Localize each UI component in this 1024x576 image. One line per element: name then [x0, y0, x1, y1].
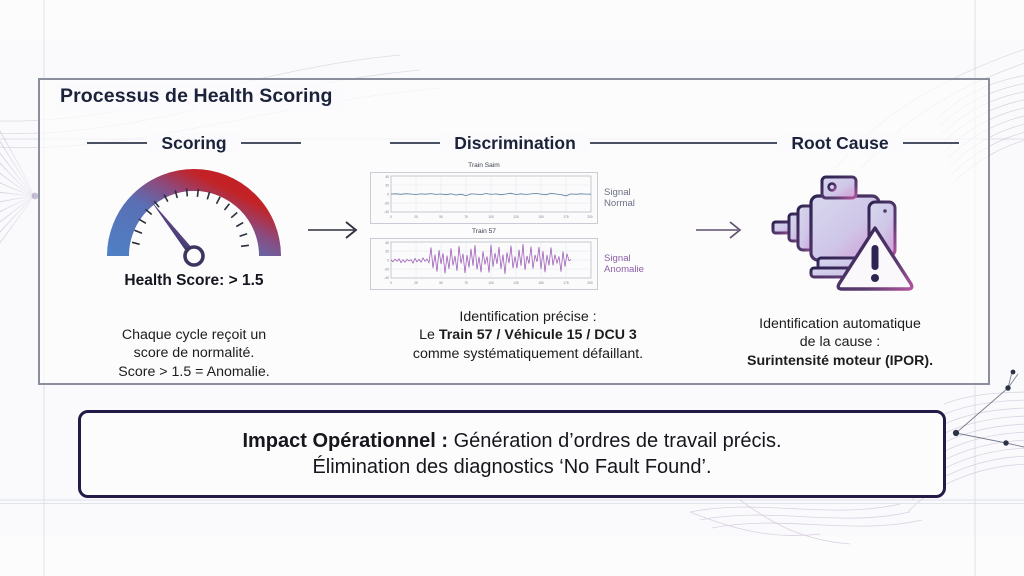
arrow-scoring-to-discrimination	[308, 221, 358, 239]
header-connector-rule	[611, 142, 771, 144]
svg-text:50: 50	[439, 281, 443, 285]
svg-text:50: 50	[439, 215, 443, 219]
svg-text:175: 175	[563, 215, 569, 219]
gauge-icon	[107, 169, 281, 267]
svg-text:100: 100	[488, 215, 494, 219]
caption-line: Chaque cycle reçoit un	[121, 327, 267, 343]
motor-warning-icon	[771, 175, 914, 291]
impact-line-2: Élimination des diagnostics ‘No Fault Fo…	[312, 456, 712, 478]
caption-line-highlight: Le Train 57 / Véhicule 15 / DCU 3	[370, 326, 686, 344]
scoring-caption: Chaque cycle reçoit un score de normalit…	[74, 326, 314, 381]
svg-text:200: 200	[587, 281, 593, 285]
asset-identifier: Train 57 / Véhicule 15 / DCU 3	[438, 327, 637, 344]
svg-text:20: 20	[385, 184, 389, 188]
svg-text:-20: -20	[384, 268, 389, 272]
chart-title: Train 57	[472, 228, 496, 235]
caption-line: de la cause :	[799, 334, 881, 351]
discrimination-caption: Identification précise : Le Train 57 / V…	[370, 308, 686, 363]
svg-text:40: 40	[385, 175, 389, 179]
impact-line-1: Impact Opérationnel : Génération d’ordre…	[242, 428, 781, 454]
section-title-scoring: Scoring	[147, 132, 241, 154]
svg-text:20: 20	[385, 250, 389, 254]
svg-text:150: 150	[538, 215, 544, 219]
arrow-discrimination-to-rootcause	[696, 221, 742, 239]
legend-line: Anomalie	[604, 264, 644, 275]
svg-text:75: 75	[464, 281, 468, 285]
impact-banner: Impact Opérationnel : Génération d’ordre…	[78, 410, 946, 498]
gauge-wrap	[74, 160, 314, 268]
svg-text:25: 25	[414, 281, 418, 285]
svg-text:175: 175	[563, 281, 569, 285]
svg-text:0: 0	[390, 281, 392, 285]
svg-text:25: 25	[414, 215, 418, 219]
chart-row-normal: Train Saim	[370, 162, 686, 224]
chart-title: Train Saim	[468, 162, 500, 169]
header-rule-right	[902, 142, 959, 144]
column-scoring: Health Score: > 1.5 Chaque cycle reçoit …	[74, 160, 314, 381]
svg-text:200: 200	[587, 215, 593, 219]
caption-line-bold: Surintensité moteur (IPOR).	[706, 352, 974, 370]
svg-text:0: 0	[387, 193, 389, 197]
root-cause-caption: Identification automatique de la cause :…	[706, 315, 974, 370]
chart-plot-anomaly: 40 20 0 -20 -40 0 25 50 75 100 125 150	[384, 241, 593, 285]
svg-text:75: 75	[464, 215, 468, 219]
header-rule-right	[240, 142, 301, 144]
chart-plot-normal: 40 20 0 -20 -40 0 25 50 75 100 125	[384, 175, 593, 219]
legend-line: Signal	[604, 252, 631, 264]
svg-text:-40: -40	[384, 210, 389, 214]
svg-text:0: 0	[390, 215, 392, 219]
root-cause-value: Surintensité moteur (IPOR).	[746, 352, 934, 369]
svg-text:-20: -20	[384, 202, 389, 206]
health-score-label: Health Score: > 1.5	[124, 272, 264, 289]
caption-line: comme systématiquement défaillant.	[412, 345, 644, 362]
page-title: Processus de Health Scoring	[56, 83, 343, 110]
svg-text:-40: -40	[384, 276, 389, 280]
caption-line: Identification automatique	[759, 316, 921, 332]
impact-line-1-rest: Génération d’ordres de travail précis.	[448, 429, 782, 452]
caption-prefix: Le	[419, 327, 439, 344]
chart-train-57[interactable]: Train 57	[370, 228, 598, 290]
svg-text:125: 125	[513, 281, 519, 285]
chart-row-anomaly: Train 57	[370, 228, 686, 290]
chart-train-saim[interactable]: Train Saim	[370, 162, 598, 224]
impact-label: Impact Opérationnel :	[242, 429, 449, 452]
caption-line: Identification précise :	[459, 309, 597, 325]
header-rule-left	[390, 142, 441, 144]
caption-line: Score > 1.5 = Anomalie.	[118, 363, 270, 380]
svg-text:0: 0	[387, 259, 389, 263]
section-header-scoring: Scoring	[60, 130, 328, 156]
caption-line: score de normalité.	[133, 345, 255, 362]
column-discrimination: Train Saim	[370, 160, 686, 363]
svg-text:150: 150	[538, 281, 544, 285]
legend-signal-normal: Signal Normal	[604, 187, 635, 210]
legend-line: Normal	[604, 198, 635, 209]
legend-line: Signal	[604, 186, 631, 198]
section-title-root-cause: Root Cause	[777, 132, 903, 154]
section-title-discrimination: Discrimination	[440, 132, 590, 154]
section-header-discrimination: Discrimination	[360, 130, 670, 156]
svg-text:40: 40	[385, 241, 389, 245]
svg-text:100: 100	[488, 281, 494, 285]
column-root-cause: Identification automatique de la cause :…	[706, 160, 974, 370]
header-rule-left	[87, 142, 148, 144]
svg-text:125: 125	[513, 215, 519, 219]
legend-signal-anomalie: Signal Anomalie	[604, 253, 644, 276]
